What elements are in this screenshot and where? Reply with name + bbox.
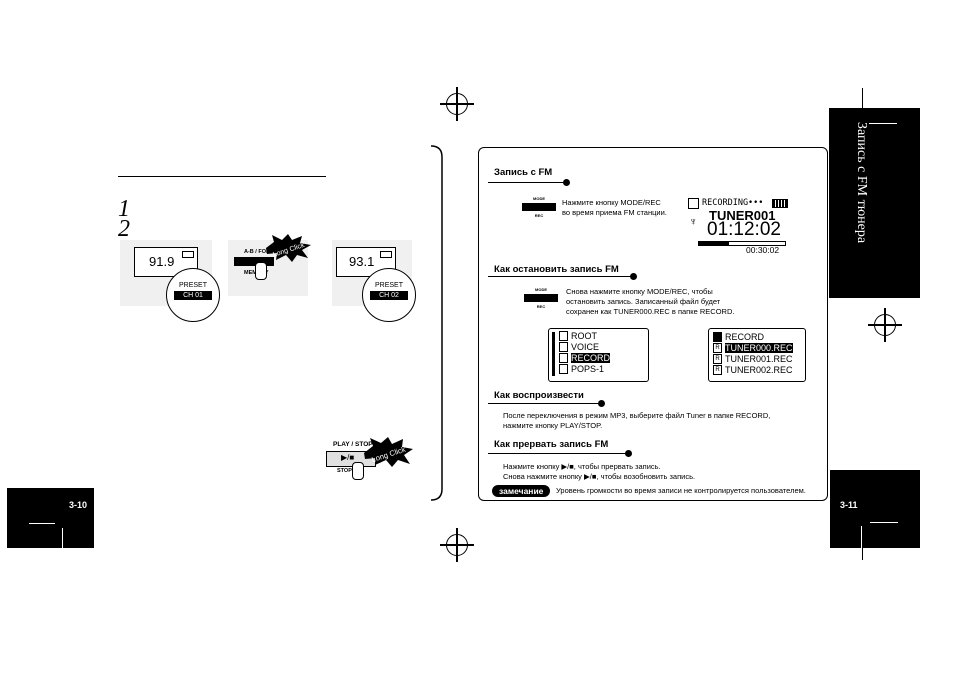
crop-mark xyxy=(861,526,862,548)
file-icon xyxy=(559,342,568,352)
instruction-text: Снова нажмите кнопку MODE/REC, чтобы ост… xyxy=(566,287,735,316)
page-number: 3-10 xyxy=(69,500,88,510)
page-number: 3-11 xyxy=(840,500,858,510)
folder-list: ROOT VOICE RECORD POPS-1 xyxy=(548,328,649,382)
crop-mark xyxy=(62,528,63,548)
registration-mark-right xyxy=(868,308,902,342)
long-click-burst: Long Click xyxy=(364,437,413,467)
section-dot xyxy=(630,273,637,280)
page-number-tab-right: 3-11 xyxy=(830,470,920,548)
radio-tower-icon: ♆ xyxy=(689,216,698,228)
play-stop-glyph: ▶/■ xyxy=(341,453,355,462)
step-number: 2 xyxy=(118,216,130,242)
battery-icon xyxy=(380,251,392,258)
section-underline xyxy=(488,403,601,404)
button-label-bottom: REC xyxy=(536,304,546,309)
section-title-record: Запись с FM xyxy=(494,167,553,178)
recording-status: RECORDING••• xyxy=(702,198,764,208)
preset-label: PRESET xyxy=(374,282,403,289)
mode-rec-button: MODE REC xyxy=(522,195,556,219)
scrollbar xyxy=(552,332,555,376)
page-number-tab-left: 3-10 xyxy=(7,488,94,548)
long-click-burst: Long Click xyxy=(266,234,311,262)
section-title-pause: Как прервать запись FM xyxy=(494,439,609,450)
section-dot xyxy=(598,400,605,407)
content-panel xyxy=(478,147,828,501)
folder-header: RECORD xyxy=(713,332,764,342)
battery-icon xyxy=(772,199,788,208)
chapter-title: Запись с FM тюнера xyxy=(854,122,869,244)
section-underline xyxy=(488,453,628,454)
folder-item-selected: RECORD xyxy=(559,353,611,363)
note-badge: замечание xyxy=(492,485,551,497)
preset-callout: PRESET CH 01 xyxy=(166,268,220,322)
frequency-display: 91.9 xyxy=(149,254,175,269)
section-title-play: Как воспроизвести xyxy=(494,390,584,401)
section-title-stop: Как остановить запись FM xyxy=(494,264,619,275)
rec-file-icon: R xyxy=(713,354,722,364)
progress-bar xyxy=(698,241,786,246)
section-dot xyxy=(563,179,570,186)
ab-button xyxy=(234,257,274,266)
folder-item: POPS-1 xyxy=(559,364,604,374)
button-label-top: MODE xyxy=(535,287,547,292)
finger-icon xyxy=(352,462,364,480)
preset-channel: CH 02 xyxy=(370,291,408,300)
folder-open-icon xyxy=(713,332,722,342)
crop-mark xyxy=(29,523,55,524)
folder-icon xyxy=(559,331,568,341)
file-icon xyxy=(559,353,568,363)
crop-mark xyxy=(870,522,898,523)
rec-file-icon: R xyxy=(713,365,722,375)
recording-file: TUNER001 xyxy=(709,208,776,223)
recording-time: 01:12:02 xyxy=(707,219,781,240)
section-dot xyxy=(625,450,632,457)
instruction-text: Нажмите кнопку ▶/■, чтобы прервать запис… xyxy=(503,462,696,481)
button-label-top: MODE xyxy=(533,196,545,201)
mode-rec-button: MODE REC xyxy=(524,286,558,310)
ab-folder-label: A-B / FOLDER xyxy=(244,249,281,255)
battery-icon xyxy=(182,251,194,258)
preset-label: PRESET xyxy=(178,282,207,289)
preset-channel: CH 01 xyxy=(174,291,212,300)
record-icon xyxy=(688,198,699,209)
section-rule xyxy=(118,176,326,177)
remaining-time: 00:30:02 xyxy=(746,245,780,255)
finger-icon xyxy=(255,262,267,280)
instruction-text: После переключения в режим MP3, выберите… xyxy=(503,411,771,430)
step-number: 1 xyxy=(118,196,130,222)
play-stop-button: ▶/■ xyxy=(326,451,376,467)
crop-mark xyxy=(869,123,897,124)
registration-mark-top xyxy=(440,87,474,121)
bracket xyxy=(430,145,443,501)
button-label-bottom: REC xyxy=(534,213,544,218)
preset-callout: PRESET CH 02 xyxy=(362,268,416,322)
section-underline xyxy=(488,182,566,183)
registration-mark-bottom xyxy=(440,528,474,562)
chapter-tab: Запись с FM тюнера xyxy=(829,108,920,298)
stop-label: STOP xyxy=(337,468,352,474)
file-icon xyxy=(559,364,568,374)
recording-screen: RECORDING••• ♆ TUNER001 01:12:02 00:30:0… xyxy=(688,196,788,256)
instruction-text: Нажмите кнопку MODE/REC во время приема … xyxy=(562,198,667,217)
frequency-display: 93.1 xyxy=(349,254,375,269)
rec-file-icon: R xyxy=(713,343,722,353)
play-stop-label: PLAY / STOP xyxy=(333,441,373,448)
folder-item: VOICE xyxy=(559,342,599,352)
section-underline xyxy=(488,276,633,277)
folder-item: ROOT xyxy=(559,331,597,341)
note-text: Уровень громкости во время записи не кон… xyxy=(556,486,806,495)
